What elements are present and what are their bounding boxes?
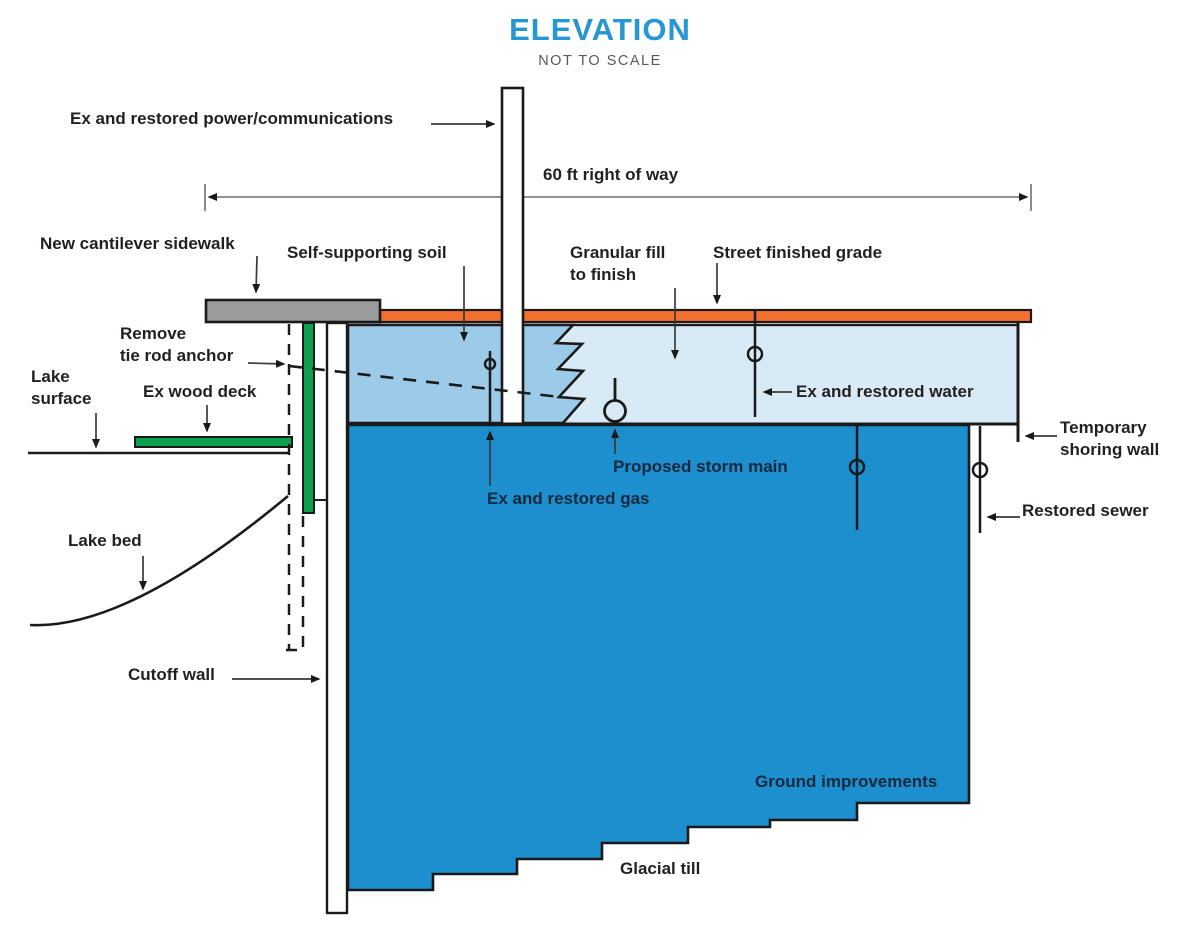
label-right-of-way: 60 ft right of way [543,165,679,184]
water-line [746,310,764,417]
deep-service-valve-icon [848,458,866,476]
cutoff-wall [325,321,349,915]
ground-improvements-region [346,423,971,892]
road-surface [378,308,1033,324]
label-remove-tie-rod: Remove tie rod anchor [120,324,234,366]
sidewalk-arrow [252,255,261,294]
anchor-removal-dashed-outline [286,324,306,652]
label-lake-surface: Lake surface [31,367,92,409]
page-title: ELEVATION [509,12,691,47]
label-restored-sewer: Restored sewer [1022,501,1149,520]
label-temporary-shoring: Temporary shoring wall [1060,418,1160,460]
label-power: Ex and restored power/communications [70,109,394,128]
label-lake-bed: Lake bed [68,531,142,550]
page-subtitle: NOT TO SCALE [538,53,662,69]
deep-service-line [848,426,866,530]
sewer-line [971,426,989,533]
self-supporting-soil-region [346,323,587,425]
label-leaders [92,120,1057,683]
wood-deck [134,436,293,448]
water-valve-icon [746,345,764,363]
label-street-grade: Street finished grade [713,243,883,262]
label-cantilever-sidewalk: New cantilever sidewalk [40,234,235,253]
label-granular-fill: Granular fill to finish [570,243,666,285]
right-of-way-dimension [204,184,1032,211]
label-cutoff-wall: Cutoff wall [128,665,215,684]
storm-main-icon [603,399,627,423]
anchor-wall [302,322,315,514]
label-ground-improvements: Ground improvements [755,772,938,791]
label-self-supporting-soil: Self-supporting soil [287,243,447,262]
gas-valve-icon [483,357,497,371]
tie-rod-leader [247,359,286,368]
power-pole [500,86,525,426]
label-ex-water: Ex and restored water [796,382,974,401]
lake-bed-curve [29,495,289,627]
label-ex-wood-deck: Ex wood deck [143,382,257,401]
label-ex-gas: Ex and restored gas [487,489,650,508]
cantilever-sidewalk [204,298,382,324]
label-storm-main: Proposed storm main [613,457,788,476]
gas-line [483,351,497,424]
label-glacial-till: Glacial till [620,859,701,878]
sewer-valve-icon [971,461,989,479]
storm-main-symbol [603,378,627,423]
